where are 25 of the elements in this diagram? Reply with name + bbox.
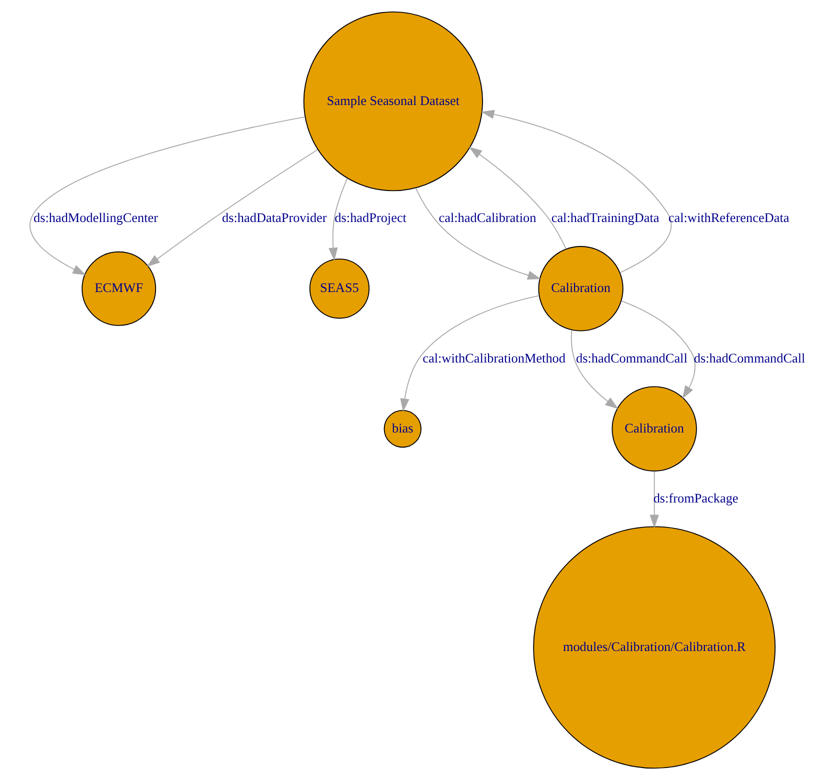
arrow [468,146,566,250]
edge-label: ds:hadCommandCall [693,350,805,366]
edge-label: cal:hadCalibration [438,210,536,226]
node-circle: modules/Calibration/Calibration.R [532,526,776,769]
edge-label: cal:withReferenceData [668,210,789,226]
arrow [328,178,348,261]
edge-label: ds:hadProject [334,210,406,226]
node-circle: Calibration [538,246,623,332]
arrow [480,110,672,274]
node-circle: bias [383,410,421,448]
edge-label: ds:hadDataProvider [222,210,326,226]
arrow [29,116,305,276]
arrow [400,295,540,412]
edge-label: ds:hadModellingCenter [33,210,158,226]
arrow [620,300,696,399]
arrow [414,188,540,280]
edge-label: ds:fromPackage [652,490,738,506]
edge-label: cal:hadTrainingData [550,210,659,226]
arrow [649,470,658,528]
node-circle: ECMWF [81,251,156,326]
edge-label: cal:withCalibrationMethod [422,350,565,366]
node-circle: SEAS5 [308,258,370,319]
arrow [570,330,618,409]
arrow [146,149,318,267]
edge-label: ds:hadCommandCall [576,350,687,366]
